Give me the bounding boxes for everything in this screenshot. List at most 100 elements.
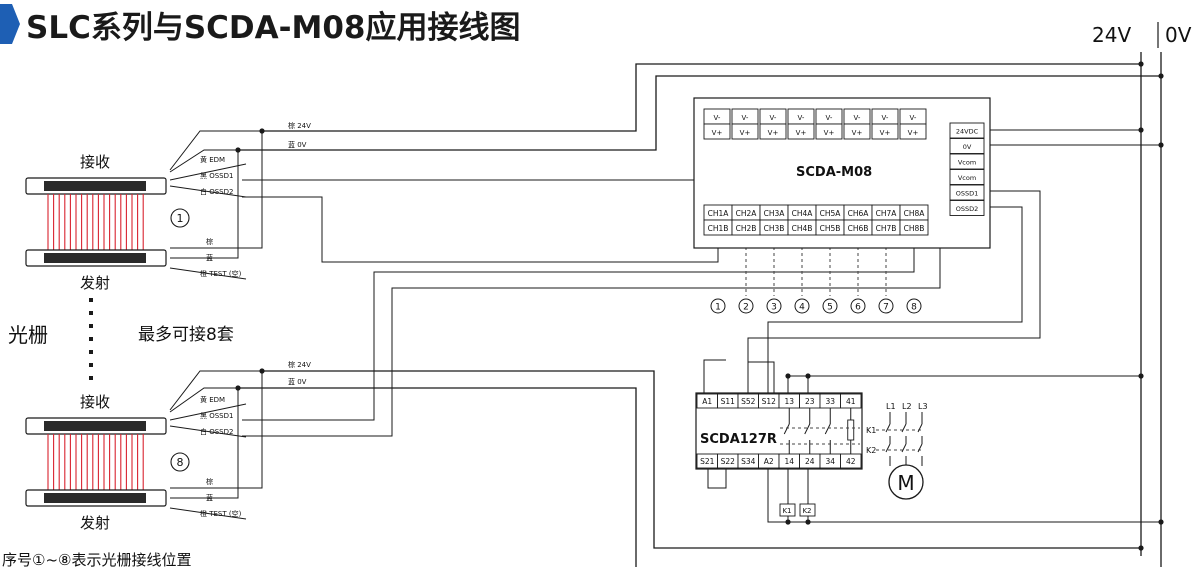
light-curtain-top: 接收 发射 1 棕 24V 蓝 0V 黄 EDM 黑 OSSD1 白 OSSD2… xyxy=(25,121,311,292)
ch-b-label: CH4B xyxy=(792,224,813,233)
footnote: 序号①~⑧表示光栅接线位置 xyxy=(2,551,191,567)
v-plus-label: V+ xyxy=(740,129,751,137)
top-emitter-label: 发射 xyxy=(80,274,110,292)
junction-dot xyxy=(235,385,241,391)
v-plus-label: V+ xyxy=(796,129,807,137)
continuation-dot xyxy=(89,337,93,341)
bot-index-number: 8 xyxy=(177,456,184,469)
wire-bot-24v xyxy=(262,370,1141,549)
relay-bottom-label: S34 xyxy=(741,457,756,466)
wire-top-blue-emit xyxy=(170,150,239,259)
k1-blade xyxy=(885,423,891,433)
k2-contact-label: K2 xyxy=(866,446,876,455)
v-plus-terminal xyxy=(703,123,731,140)
ch-b-terminal xyxy=(899,219,929,236)
bot-emitter-label: 发射 xyxy=(80,514,110,532)
ch-a-label: CH7A xyxy=(876,209,898,218)
wire-127r-s21-s22 xyxy=(707,468,727,489)
top-index-number: 1 xyxy=(177,212,184,225)
v-plus-terminal xyxy=(731,123,759,140)
light-curtain-label: 光栅 xyxy=(8,323,48,347)
channel-number-circle xyxy=(850,298,866,314)
ch-b-label: CH2B xyxy=(736,224,757,233)
channel-number-circle xyxy=(822,298,838,314)
motor-symbol xyxy=(888,464,924,500)
continuation-dot xyxy=(89,298,93,302)
junction-dot xyxy=(259,368,265,374)
k2-coil-box xyxy=(799,503,816,517)
right-terminal xyxy=(949,200,985,216)
ch-b-label: CH5B xyxy=(820,224,841,233)
bot-emitter-bar-core xyxy=(44,493,146,503)
rail-0v-label: 0V xyxy=(1165,23,1192,47)
continuation-dot xyxy=(89,350,93,354)
wire-top-0v xyxy=(238,75,1161,151)
relay-top-label: A1 xyxy=(702,397,712,406)
relay-top-label: 41 xyxy=(846,397,856,406)
continuation-dot xyxy=(89,324,93,328)
v-plus-label: V+ xyxy=(908,129,919,137)
junction-dot xyxy=(235,147,241,153)
junction-dot xyxy=(785,519,791,525)
aux-resistor xyxy=(847,419,855,441)
v-minus-label: V- xyxy=(770,114,777,122)
relay-top-label: 33 xyxy=(825,397,835,406)
relay-bottom-label: A2 xyxy=(764,457,774,466)
junction-dot xyxy=(1138,373,1144,379)
ch-a-label: CH1A xyxy=(708,209,730,218)
top-wire-emit-test: 橙 TEST (空) xyxy=(200,269,242,278)
right-terminal-label: Vcom xyxy=(958,159,976,167)
junction-dot xyxy=(805,519,811,525)
bot-wire-ossd1: 黑 OSSD1 xyxy=(200,412,233,420)
v-plus-terminal xyxy=(871,123,899,140)
right-terminal xyxy=(949,138,985,154)
wire-bot-0v xyxy=(238,387,637,567)
channel-number-circle xyxy=(906,298,922,314)
rail-24v-label: 24V xyxy=(1092,23,1131,47)
scda-m08-v-terminals: V-V+V-V+V-V+V-V+V-V+V-V+V-V+V-V+ xyxy=(703,108,927,140)
wire-bot-brown-emit xyxy=(170,371,263,489)
v-minus-label: V- xyxy=(882,114,889,122)
junction-dot xyxy=(259,128,265,134)
motor-contacts xyxy=(876,412,923,466)
scda-m08-title: SCDA-M08 xyxy=(796,165,872,180)
relay-bottom-label: 42 xyxy=(846,457,856,466)
bot-wire-blue-0v: 蓝 0V xyxy=(288,377,307,386)
v-minus-label: V- xyxy=(910,114,917,122)
contact-blade xyxy=(824,423,831,435)
contact-blade xyxy=(783,423,790,435)
relay-top-label: S12 xyxy=(762,397,777,406)
phase-l1: L1 xyxy=(886,402,896,411)
top-index-circle xyxy=(170,208,190,228)
bot-test-lead xyxy=(169,507,247,520)
v-plus-label: V+ xyxy=(824,129,835,137)
k2-blade xyxy=(885,443,891,453)
v-plus-label: V+ xyxy=(712,129,723,137)
continuation-dot xyxy=(89,311,93,315)
junction-dot xyxy=(805,373,811,379)
junction-dot xyxy=(785,373,791,379)
dots-column xyxy=(89,298,93,380)
right-terminal xyxy=(949,153,985,170)
relay-top-label: 13 xyxy=(784,397,794,406)
wire-bot-ossd1 xyxy=(242,234,915,421)
wire-top-ossd2 xyxy=(242,196,719,263)
ch-b-label: CH3B xyxy=(764,224,785,233)
v-plus-terminal xyxy=(899,123,927,140)
channel-number: 5 xyxy=(827,303,833,313)
top-receiver-bar-core xyxy=(44,181,146,191)
top-wire-blue-0v: 蓝 0V xyxy=(288,140,307,149)
k1-coil-box xyxy=(779,503,796,517)
channel-number: 2 xyxy=(743,303,749,313)
k2-blade xyxy=(917,443,923,453)
power-rails: 24V 0V xyxy=(1092,22,1192,567)
contact-blade xyxy=(804,423,811,435)
middle-section: 光栅 最多可接8套 xyxy=(8,298,234,380)
channel-number: 3 xyxy=(771,303,777,313)
phase-l3: L3 xyxy=(918,402,928,411)
wire-top-power-up2 xyxy=(169,149,238,173)
top-emitter-bar-core xyxy=(44,253,146,263)
